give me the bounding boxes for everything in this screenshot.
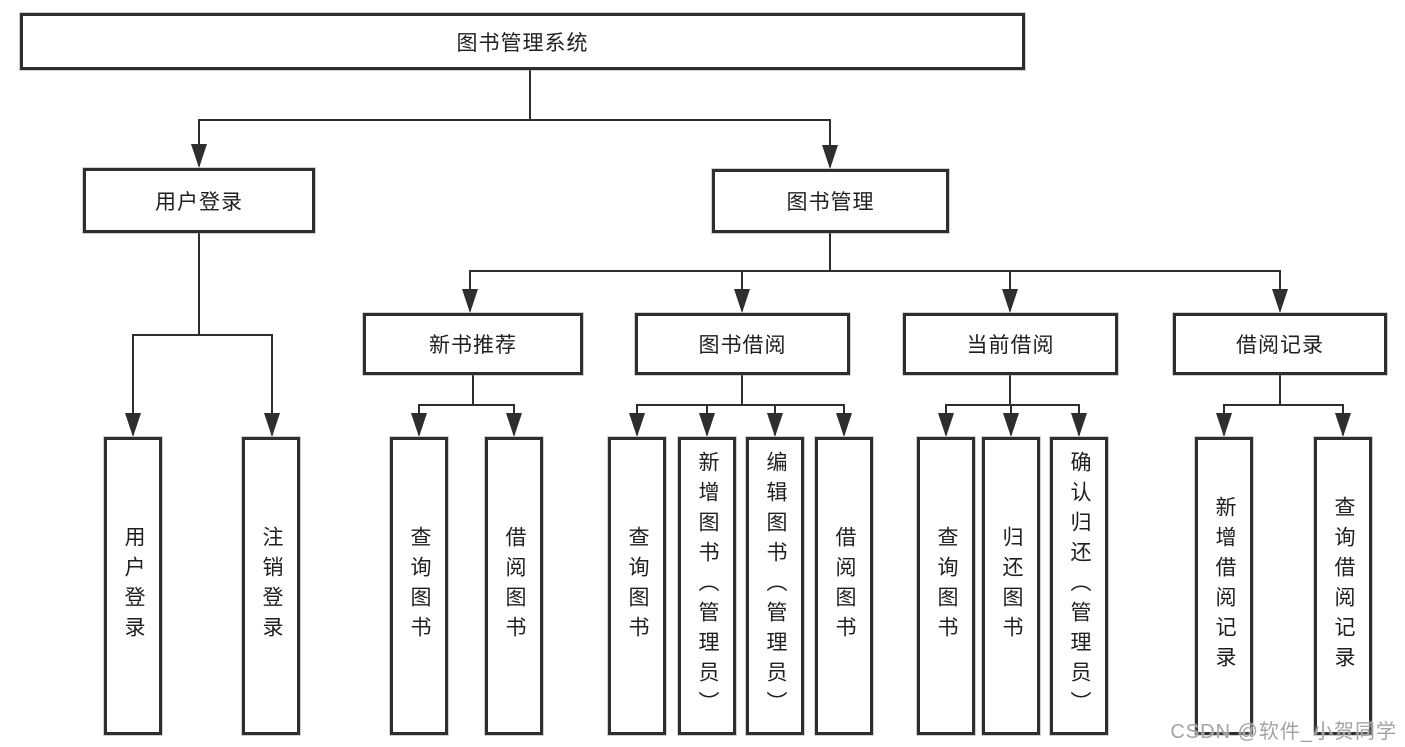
- node-label: 确认归还（管理员）: [1068, 451, 1091, 721]
- node-label: 新增图书（管理员）: [696, 451, 719, 721]
- node-label: 归还图书: [1000, 526, 1023, 646]
- node-label: 当前借阅: [966, 334, 1055, 357]
- node-label: 新书推荐: [429, 334, 517, 357]
- node-query-borrow-record: 查询借阅记录: [1314, 437, 1372, 735]
- node-edit-book-admin: 编辑图书（管理员）: [746, 437, 804, 735]
- node-add-borrow-record: 新增借阅记录: [1195, 437, 1253, 735]
- node-label: 图书管理系统: [456, 31, 589, 55]
- node-label: 新增借阅记录: [1213, 496, 1236, 676]
- node-label: 图书借阅: [698, 334, 787, 357]
- node-label: 查询图书: [626, 526, 649, 646]
- node-borrow-book-borrowing: 借阅图书: [815, 437, 873, 735]
- node-query-book-current: 查询图书: [917, 437, 975, 735]
- node-root-system: 图书管理系统: [20, 13, 1025, 70]
- node-book-borrowing: 图书借阅: [635, 313, 850, 375]
- node-label: 用户登录: [122, 526, 145, 646]
- node-new-book-recommend: 新书推荐: [363, 313, 583, 375]
- node-label: 借阅图书: [503, 526, 526, 646]
- node-label: 图书管理: [786, 191, 875, 214]
- node-return-book: 归还图书: [982, 437, 1040, 735]
- node-label: 查询图书: [935, 526, 958, 646]
- node-add-book-admin: 新增图书（管理员）: [678, 437, 736, 735]
- node-user-login-module: 用户登录: [83, 168, 315, 233]
- node-book-management-module: 图书管理: [712, 169, 949, 233]
- node-borrowing-records: 借阅记录: [1173, 313, 1387, 375]
- node-label: 查询图书: [408, 526, 431, 646]
- node-query-book-newbook: 查询图书: [390, 437, 448, 735]
- node-label: 借阅图书: [833, 526, 856, 646]
- node-label: 查询借阅记录: [1332, 496, 1355, 676]
- node-user-login-action: 用户登录: [104, 437, 162, 735]
- node-query-book-borrowing: 查询图书: [608, 437, 666, 735]
- csdn-watermark: CSDN @软件_小贺同学: [1170, 721, 1397, 743]
- node-confirm-return-admin: 确认归还（管理员）: [1050, 437, 1108, 735]
- node-borrow-book-newbook: 借阅图书: [485, 437, 543, 735]
- node-current-borrowing: 当前借阅: [903, 313, 1118, 375]
- node-logout-action: 注销登录: [242, 437, 300, 735]
- node-label: 借阅记录: [1236, 334, 1324, 357]
- node-label: 注销登录: [260, 526, 283, 646]
- node-label: 用户登录: [155, 190, 243, 214]
- node-label: 编辑图书（管理员）: [764, 451, 787, 721]
